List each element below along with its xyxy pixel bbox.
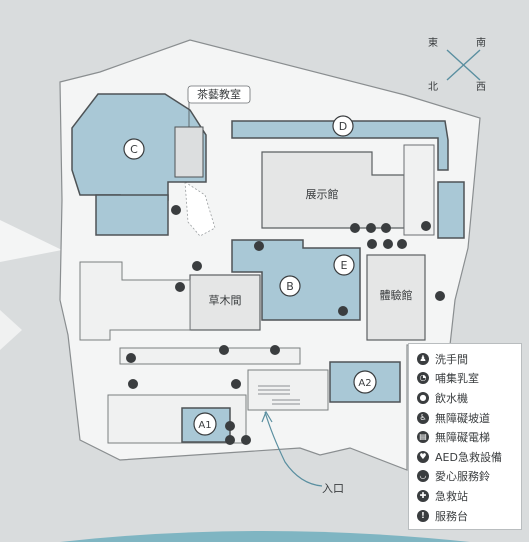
first-aid-icon xyxy=(225,421,235,431)
accessible-ramp-icon xyxy=(219,345,229,355)
legend-label: 急救站 xyxy=(435,489,468,503)
bg-wave-left-lower xyxy=(0,310,22,350)
help-bell-icon xyxy=(175,282,185,292)
legend-item-aed: ♥ AED急救設備 xyxy=(417,447,515,467)
entrance-arrow xyxy=(261,410,273,423)
area-marker-e: E xyxy=(333,254,355,276)
west-building xyxy=(79,261,191,341)
area-marker-d: D xyxy=(332,115,354,137)
restroom-icon xyxy=(421,221,431,231)
nursing-room-icon xyxy=(254,241,264,251)
legend-item-restroom: ♟ 洗手間 xyxy=(417,349,515,369)
restroom-icon xyxy=(350,223,360,233)
area-marker-a1: A1 xyxy=(193,412,217,436)
legend-item-drinking-fountain: ● 飲水機 xyxy=(417,388,515,408)
svg-text:A2: A2 xyxy=(358,378,371,389)
legend-label: 洗手間 xyxy=(435,352,468,366)
help-bell-icon: ◡ xyxy=(417,470,429,483)
compass-north: 北 xyxy=(428,81,438,93)
herb-room-label: 草木間 xyxy=(209,294,242,307)
legend-label: 服務台 xyxy=(435,509,468,523)
accessible-ramp-icon xyxy=(397,239,407,249)
legend-label: 無障礙坡道 xyxy=(435,411,490,425)
legend-label: AED急救設備 xyxy=(435,450,502,464)
compass-east: 東 xyxy=(428,36,438,49)
legend-item-first-aid: ✚ 急救站 xyxy=(417,486,515,506)
accessible-elevator-icon xyxy=(231,379,241,389)
map-facility-icons xyxy=(126,205,445,445)
first-aid-icon: ✚ xyxy=(417,489,429,502)
svg-text:D: D xyxy=(339,120,347,133)
legend-item-help-bell: ◡ 愛心服務鈴 xyxy=(417,467,515,487)
nursing-room-icon: ◔ xyxy=(417,372,429,385)
area-marker-b: B xyxy=(279,275,301,297)
exhibition-hall-label: 展示館 xyxy=(306,187,339,201)
tea-room-label: 茶藝教室 xyxy=(197,87,241,101)
compass-west: 西 xyxy=(476,82,486,93)
entrance-label: 入口 xyxy=(322,482,344,495)
legend-item-accessible-elevator: ▤ 無障礙電梯 xyxy=(417,427,515,447)
garden-path xyxy=(184,181,216,237)
legend: ♟ 洗手間 ◔ 哺集乳室 ● 飲水機 ♿ 無障礙坡道 ▤ 無障礙電梯 ♥ AED… xyxy=(408,343,522,530)
accessible-elevator-icon: ▤ xyxy=(417,431,429,444)
west-strip xyxy=(119,347,301,365)
accessible-ramp-icon xyxy=(270,345,280,355)
accessible-ramp-icon: ♿ xyxy=(417,411,429,424)
accessible-elevator-icon xyxy=(126,353,136,363)
accessible-ramp-icon xyxy=(241,435,251,445)
nursing-room-icon xyxy=(366,223,376,233)
area-marker-c: C xyxy=(123,138,145,160)
accessible-elevator-icon xyxy=(338,306,348,316)
aed-icon xyxy=(367,239,377,249)
aed-icon: ♥ xyxy=(417,450,429,463)
legend-item-nursing-room: ◔ 哺集乳室 xyxy=(417,369,515,389)
stairs xyxy=(258,385,300,405)
help-bell-icon xyxy=(192,261,202,271)
experience-hall-label: 體驗館 xyxy=(380,288,413,302)
svg-text:C: C xyxy=(130,143,138,156)
restroom-icon: ♟ xyxy=(417,352,429,365)
legend-item-service-desk: ! 服務台 xyxy=(417,506,515,526)
area-marker-a2: A2 xyxy=(353,370,377,394)
building-c-core xyxy=(174,126,204,178)
svg-text:A1: A1 xyxy=(198,420,211,431)
legend-label: 無障礙電梯 xyxy=(435,431,490,445)
legend-item-accessible-ramp: ♿ 無障礙坡道 xyxy=(417,408,515,428)
legend-label: 哺集乳室 xyxy=(435,372,479,386)
bg-wave-left xyxy=(0,220,62,262)
bg-teal-band xyxy=(60,531,470,542)
svg-text:E: E xyxy=(341,259,348,272)
legend-label: 愛心服務鈴 xyxy=(435,470,490,484)
building-c-annex xyxy=(95,194,169,236)
compass-south: 南 xyxy=(476,36,486,49)
service-desk-icon xyxy=(225,435,235,445)
experience-hall xyxy=(366,254,426,341)
drinking-fountain-icon xyxy=(128,379,138,389)
compass-rose xyxy=(446,49,481,81)
building-d xyxy=(231,120,449,171)
drinking-fountain-icon xyxy=(381,223,391,233)
building-d-east xyxy=(437,181,465,239)
service-desk-icon: ! xyxy=(417,509,429,522)
drinking-fountain-icon xyxy=(383,239,393,249)
exhibition-side-rooms xyxy=(403,144,435,236)
herb-room xyxy=(189,274,261,331)
entrance-path xyxy=(264,411,323,487)
drinking-fountain-icon: ● xyxy=(417,391,429,404)
legend-label: 飲水機 xyxy=(435,391,468,405)
restroom-icon xyxy=(435,291,445,301)
svg-text:B: B xyxy=(286,280,294,293)
accessible-ramp-icon xyxy=(171,205,181,215)
tea-room-label-box xyxy=(187,85,251,104)
